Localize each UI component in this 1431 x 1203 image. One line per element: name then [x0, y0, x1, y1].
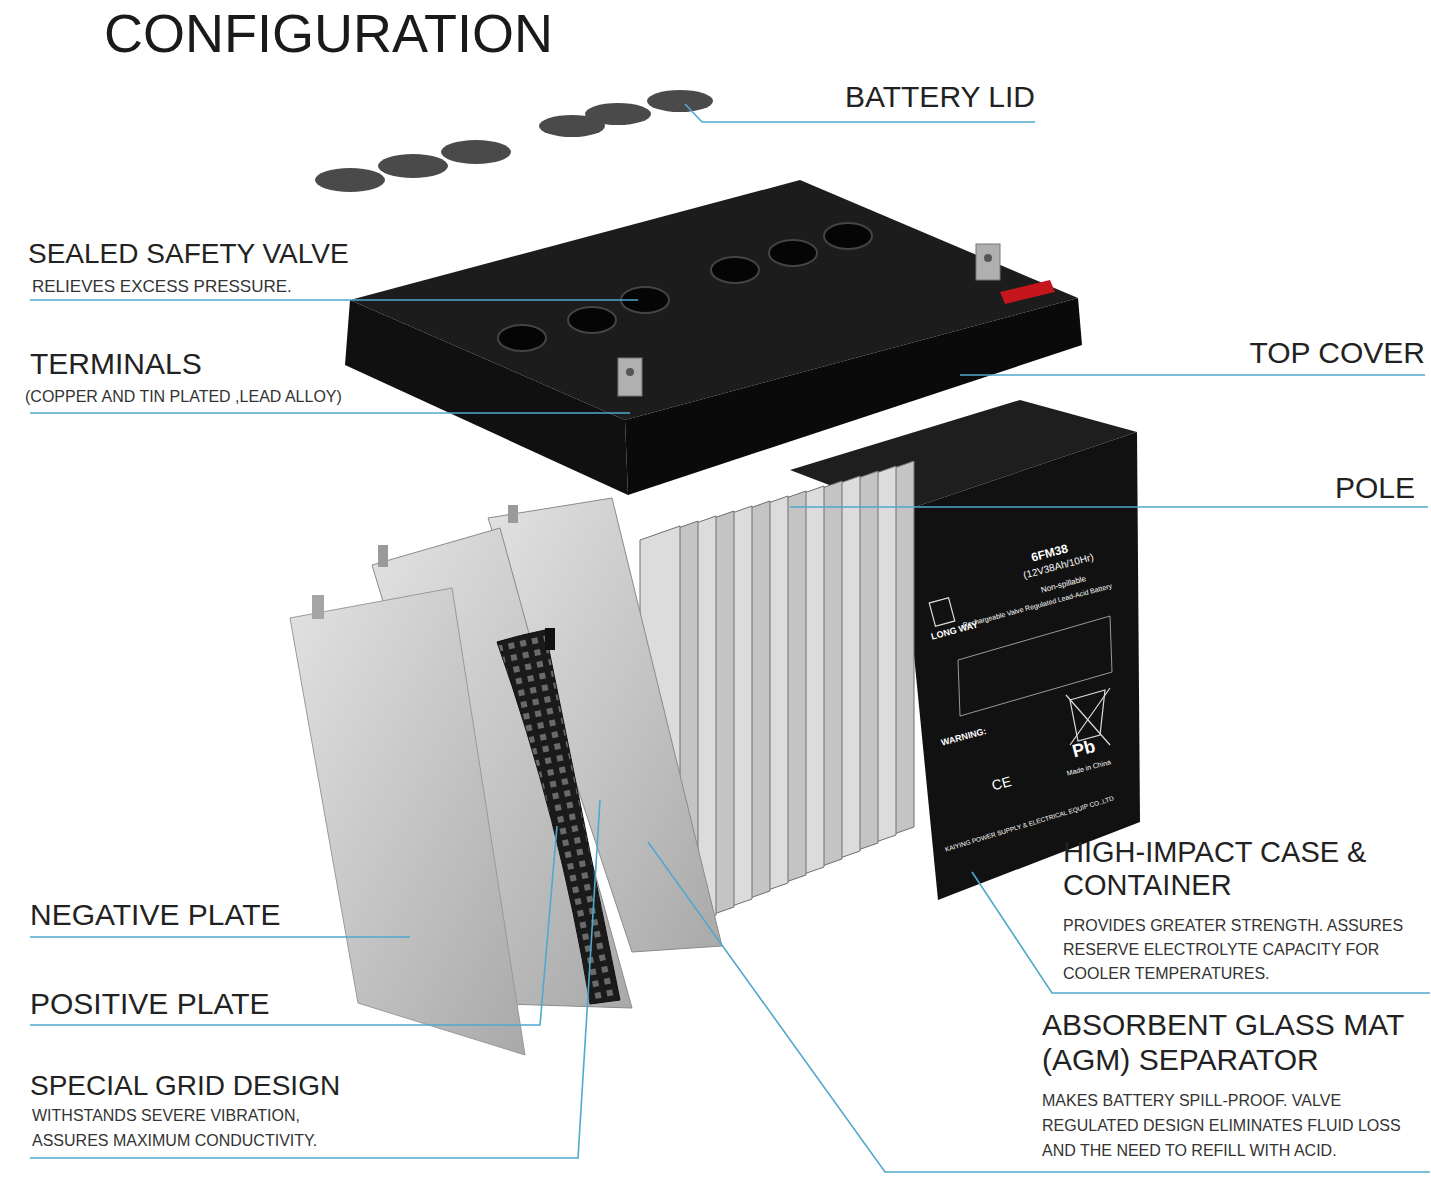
label-table [958, 616, 1112, 716]
part-name: HIGH-IMPACT CASE & CONTAINER [1063, 836, 1429, 903]
grid [497, 630, 620, 1004]
terminal-hole [626, 368, 634, 376]
terminal [976, 244, 1000, 280]
battery-lids [315, 90, 713, 192]
leader-line [960, 374, 1425, 376]
part-name: NEGATIVE PLATE [30, 898, 281, 933]
part-name: POLE [1115, 471, 1415, 506]
part-name: SEALED SAFETY VALVE [28, 238, 349, 270]
plate-tab [312, 595, 324, 619]
leader-line [30, 936, 410, 938]
valve-hole [769, 240, 817, 266]
leader-line [648, 842, 1430, 1172]
lid-disc [441, 140, 511, 164]
valve-hole [498, 325, 546, 351]
leader-line [30, 299, 638, 301]
valve-hole [568, 307, 616, 333]
part-note: MAKES BATTERY SPILL-PROOF. VALVE REGULAT… [1042, 1088, 1428, 1163]
title: CONFIGURATION [104, 2, 553, 64]
plate-tab [508, 505, 518, 523]
leader-line [30, 800, 600, 1158]
polarity-mark [1000, 280, 1055, 304]
plate-tab [378, 545, 388, 567]
negative-plate-sheet [290, 588, 525, 1055]
battery-case [790, 400, 1140, 900]
lid-disc [378, 154, 448, 178]
terminal-hole [984, 254, 992, 262]
part-name: POSITIVE PLATE [30, 987, 270, 1022]
leader-line [790, 506, 1428, 508]
part-name: TOP COVER [1125, 336, 1425, 371]
lid-disc [585, 103, 651, 125]
valve-hole [711, 257, 759, 283]
part-name: BATTERY LID [735, 80, 1035, 115]
terminal [618, 358, 642, 396]
case-front [900, 432, 1140, 900]
part-name: TERMINALS [30, 347, 202, 382]
cover-right-face [625, 298, 1082, 495]
leader-line [30, 412, 630, 414]
brand-logo [929, 598, 955, 626]
lid-disc [647, 90, 713, 112]
part-note: RELIEVES EXCESS PRESSURE. [32, 277, 292, 297]
valve-holes [498, 223, 872, 351]
leader-line [30, 826, 557, 1025]
part-note: PROVIDES GREATER STRENGTH. ASSURES RESER… [1063, 914, 1427, 986]
cover-left-face [345, 300, 628, 495]
part-note: WITHSTANDS SEVERE VIBRATION, ASSURES MAX… [32, 1103, 377, 1153]
part-name: ABSORBENT GLASS MAT (AGM) SEPARATOR [1042, 1008, 1430, 1077]
part-name: SPECIAL GRID DESIGN [30, 1070, 340, 1102]
valve-hole [824, 223, 872, 249]
part-note: (COPPER AND TIN PLATED ,LEAD ALLOY) [25, 388, 342, 406]
lid-disc [315, 168, 385, 192]
top-cover [345, 180, 1082, 495]
exploded-plates [290, 498, 722, 1055]
grid-tab [545, 628, 555, 650]
